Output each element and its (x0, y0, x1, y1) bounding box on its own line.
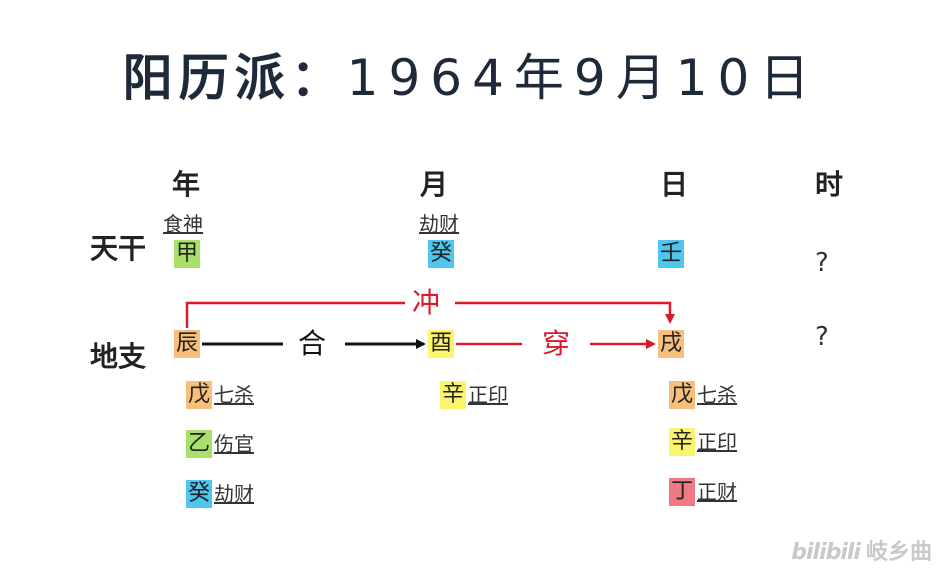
hidden-stem-char: 辛 (669, 428, 696, 456)
clash-line-right (455, 301, 675, 324)
stem-hour-unknown: ? (815, 248, 829, 278)
hidden-stem-god: 七杀 (214, 383, 255, 407)
hidden-stem-month-1: 辛正印 (440, 381, 508, 409)
bilibili-logo-icon: bilibili (791, 540, 861, 565)
branch-day-char: 戌 (658, 330, 685, 358)
hidden-stem-char: 癸 (186, 480, 213, 508)
column-header-hour: 时 (815, 168, 844, 201)
branch-hour-unknown: ? (815, 322, 829, 352)
branch-year-char: 辰 (174, 330, 201, 358)
hidden-stem-god: 伤官 (214, 432, 255, 456)
hidden-stem-god: 七杀 (697, 383, 738, 407)
relation-clash-label: 冲 (412, 286, 441, 319)
stem-month-char: 癸 (428, 240, 455, 268)
hidden-stem-char: 辛 (440, 381, 467, 409)
stem-year-char: 甲 (174, 240, 201, 268)
hidden-stem-day-2: 辛正印 (669, 428, 737, 456)
hidden-stem-year-3: 癸劫财 (186, 480, 254, 508)
hidden-stem-day-3: 丁正财 (669, 478, 737, 506)
watermark-author: 岐乡曲 (865, 540, 932, 565)
hidden-stem-god: 正印 (468, 383, 509, 407)
stem-month-god: 劫财 (419, 212, 459, 236)
hidden-stem-god: 劫财 (214, 482, 255, 506)
stem-month: 癸 (428, 240, 455, 268)
hidden-stem-year-1: 戊七杀 (186, 381, 254, 409)
branch-month: 酉 (428, 330, 455, 358)
title-lead: 阳历派： (122, 49, 347, 107)
branch-month-char: 酉 (428, 330, 455, 358)
hidden-stem-char: 戊 (186, 381, 213, 409)
hidden-stem-god: 正印 (697, 430, 738, 454)
hidden-stem-char: 乙 (186, 430, 213, 458)
column-header-year: 年 (172, 168, 201, 201)
branch-year: 辰 (174, 330, 201, 358)
hidden-stem-char: 戊 (669, 381, 696, 409)
column-header-month: 月 (420, 168, 449, 201)
row-header-stem: 天干 (90, 232, 147, 265)
page-title: 阳历派：1964年9月10日 (0, 46, 942, 110)
title-date: 1964年9月10日 (346, 49, 820, 107)
hidden-stem-day-1: 戊七杀 (669, 381, 737, 409)
hidden-stem-god: 正财 (697, 480, 738, 504)
hidden-stem-year-2: 乙伤官 (186, 430, 254, 458)
branch-day: 戌 (658, 330, 685, 358)
stem-day: 壬 (658, 240, 685, 268)
relation-combine-label: 合 (298, 327, 327, 360)
stem-day-char: 壬 (658, 240, 685, 268)
stem-year-god: 食神 (163, 212, 203, 236)
clash-line (185, 301, 405, 328)
hidden-stem-char: 丁 (669, 478, 696, 506)
row-header-branch: 地支 (90, 340, 147, 373)
relation-harm-label: 穿 (542, 327, 571, 360)
column-header-day: 日 (660, 168, 689, 201)
stem-year: 甲 (174, 240, 201, 268)
